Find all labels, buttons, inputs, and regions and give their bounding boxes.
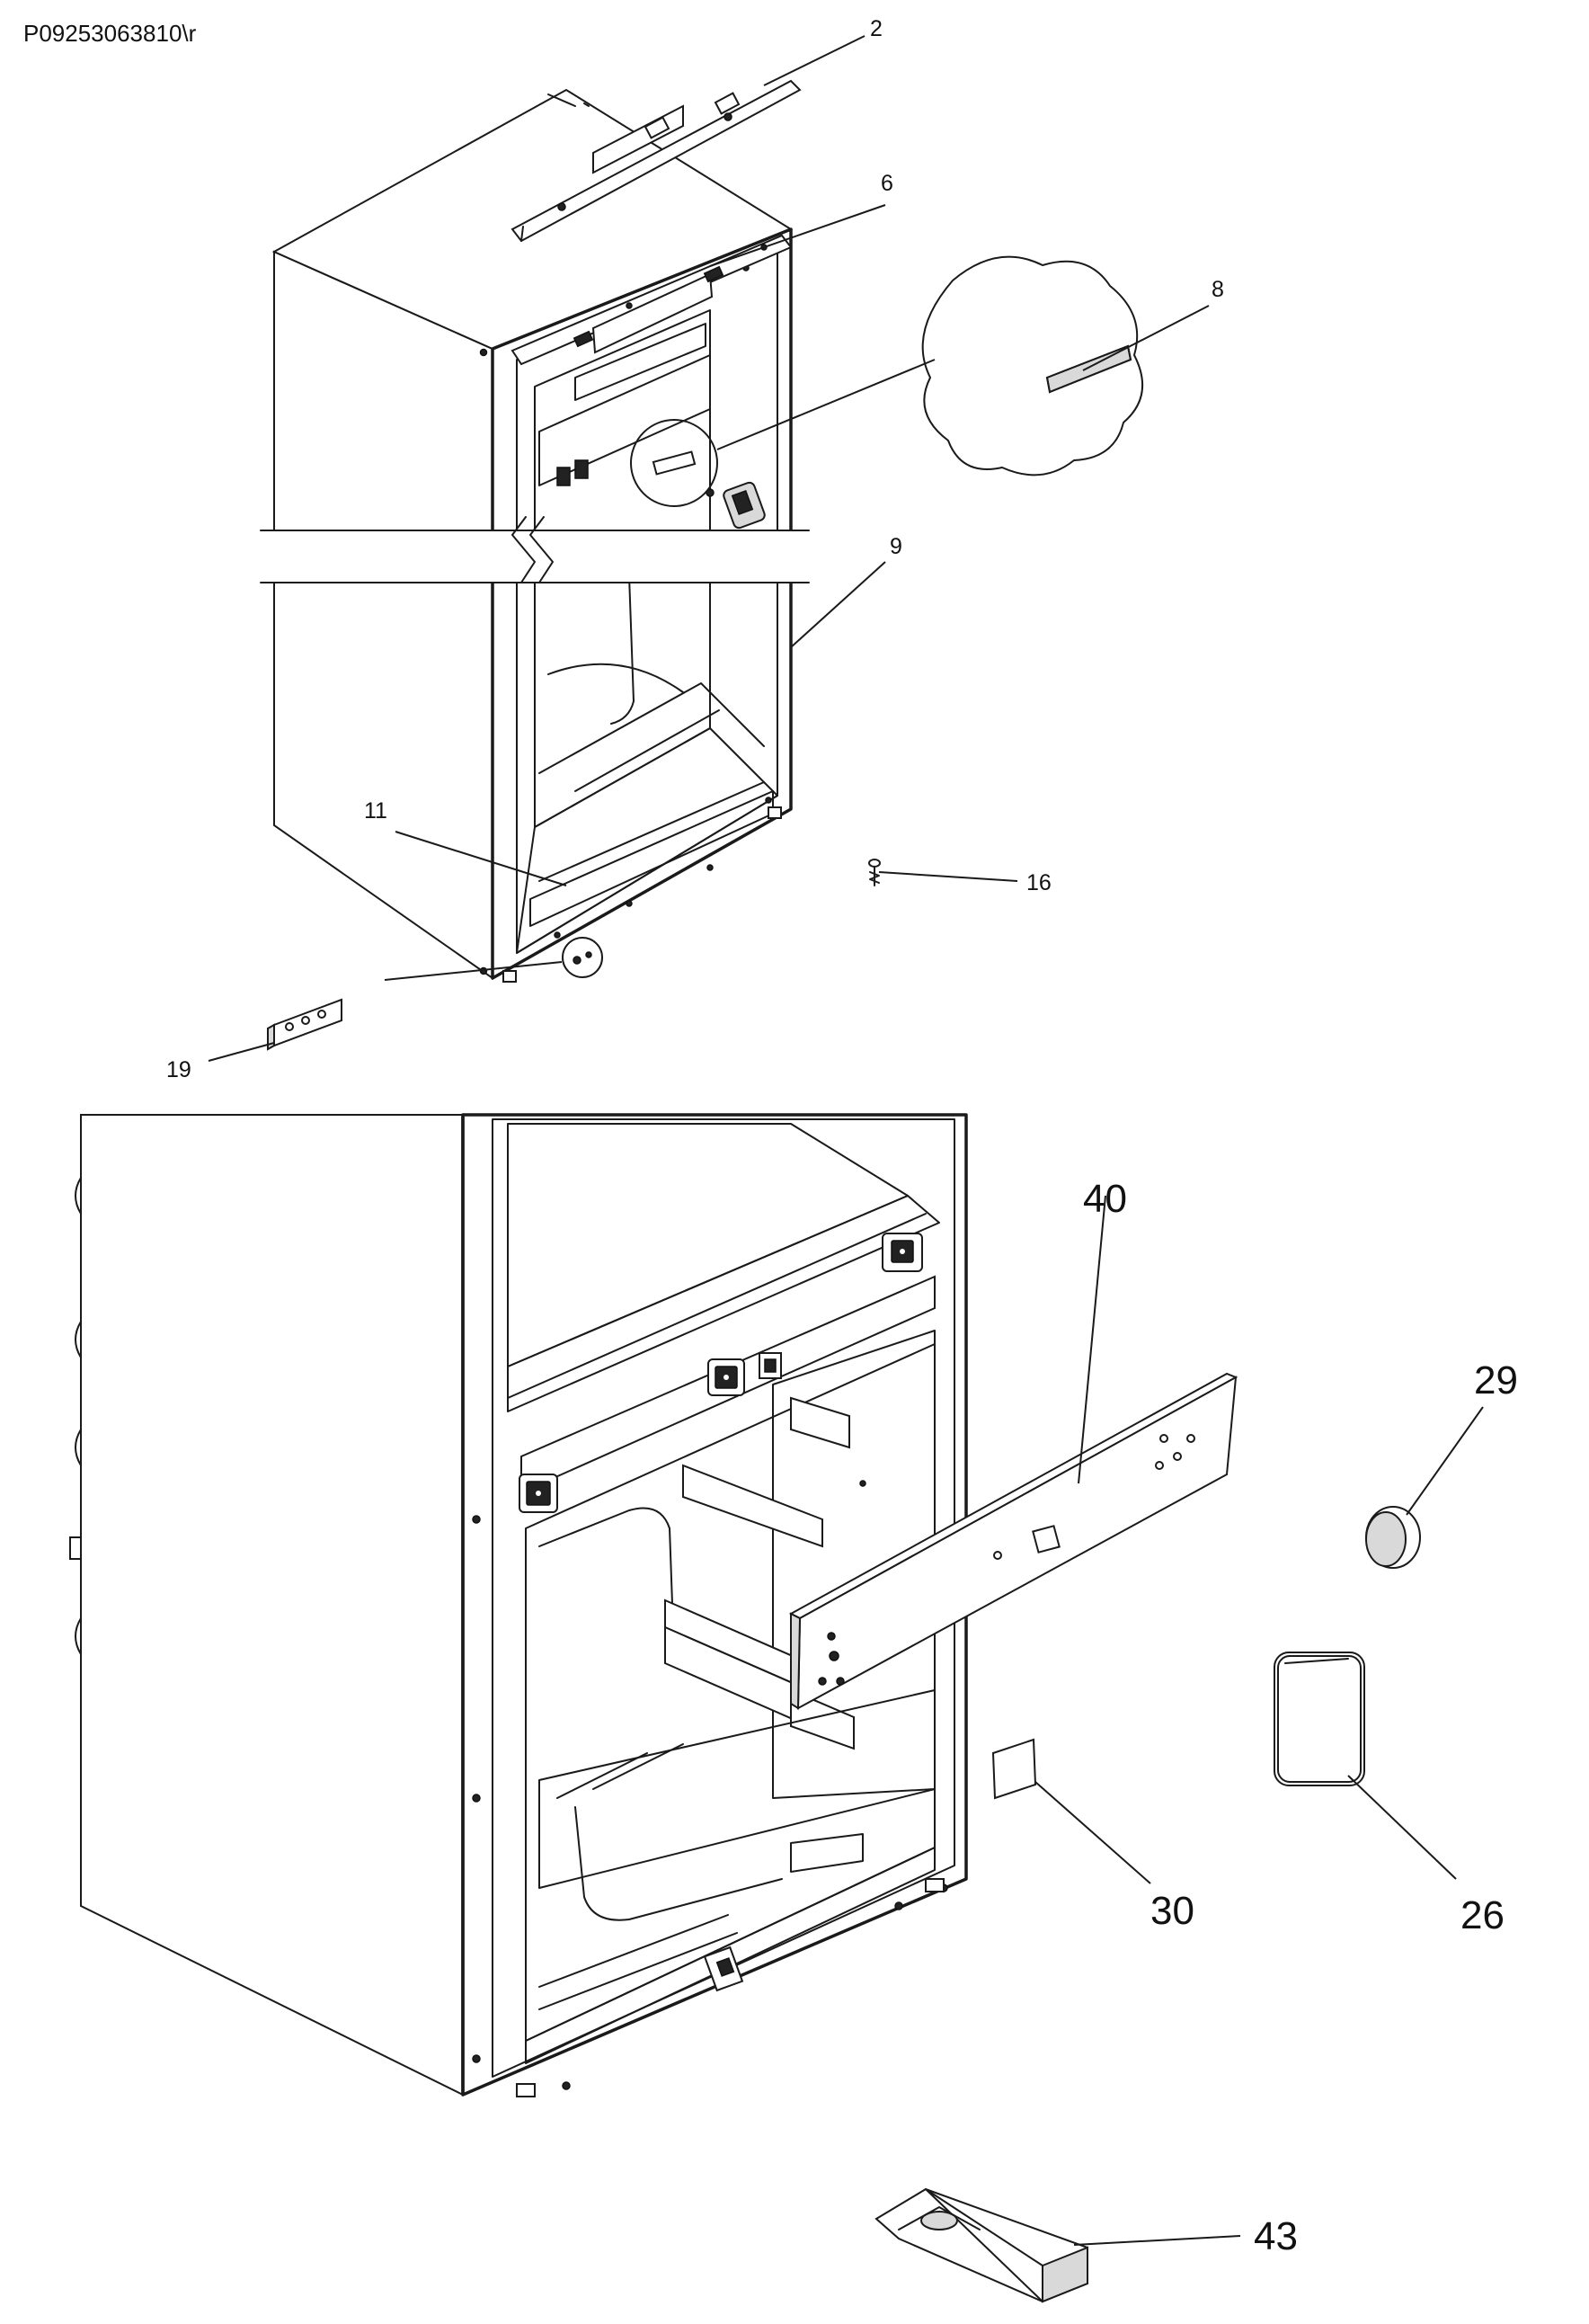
callout-8: 8: [1212, 277, 1224, 302]
part-26-square-cover: [1274, 1652, 1365, 1786]
callout-16: 16: [1026, 870, 1052, 895]
callout-19: 19: [166, 1057, 191, 1082]
part-30-plate: [991, 1738, 1037, 1800]
part-16-screw: [868, 859, 881, 886]
leader-lines: [208, 35, 1484, 2246]
callout-2: 2: [870, 16, 883, 41]
callout-6: 6: [881, 171, 893, 196]
part-2-hinge-bracket: [510, 79, 802, 243]
part-29-round-cap: [1365, 1506, 1421, 1569]
part-19-control-panel: [267, 998, 342, 1051]
part-6-top-bracket: [510, 234, 793, 366]
callout-9: 9: [890, 534, 902, 559]
document-id: P09253063810\r: [23, 20, 197, 47]
detail-circle-small: [630, 419, 718, 507]
part-19-detail-circle: [562, 937, 603, 978]
part-40-mullion-bar: [788, 1195, 1238, 1710]
callout-11: 11: [364, 798, 387, 824]
callout-29: 29: [1474, 1358, 1518, 1402]
callout-43: 43: [1254, 2214, 1298, 2258]
callout-40: 40: [1083, 1177, 1127, 1221]
callout-labels: 2 6 8 9 11 16 19 40 29 30 26 43: [166, 16, 1518, 2258]
part-8-detail-bubble: [716, 255, 1144, 476]
callout-26: 26: [1460, 1893, 1505, 1937]
callout-30: 30: [1150, 1889, 1194, 1933]
part-43-bracket: [874, 2187, 1088, 2303]
